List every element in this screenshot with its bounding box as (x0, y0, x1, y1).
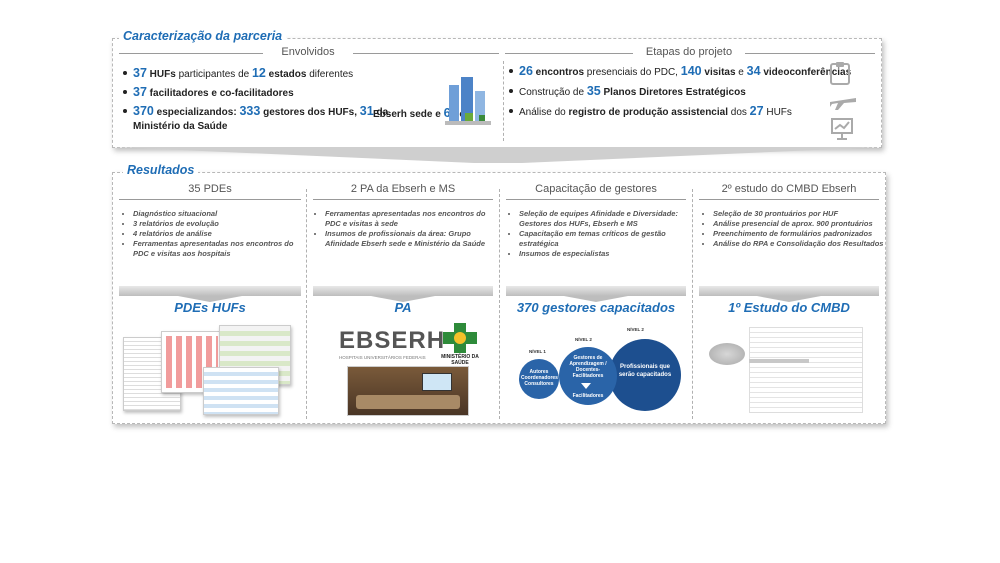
list-item: Seleção de 30 prontuários por HUF (713, 209, 891, 219)
result-banner-arrow (757, 296, 821, 302)
pdes-document-thumbnails (123, 323, 299, 415)
result-banner-arrow (564, 296, 628, 302)
column-list-pdes: Diagnóstico situacional 3 relatórios de … (121, 209, 307, 259)
etapas-item: Construção de 35 Planos Diretores Estrat… (509, 85, 746, 99)
result-title-cmbd: 1º Estudo do CMBD (728, 300, 850, 315)
etapas-item: 26 encontros presenciais do PDC, 140 vis… (509, 65, 851, 79)
envolvidos-item: 37 facilitadores e co-facilitadores (123, 86, 294, 100)
column-list-capacitacao: Seleção de equipes Afinidade e Diversida… (507, 209, 695, 259)
top-separator (503, 61, 504, 141)
connector-arrow (112, 147, 884, 165)
cmbd-report-thumbnail (709, 323, 869, 415)
column-list-cmbd: Seleção de 30 prontuários por HUF Anális… (701, 209, 891, 249)
list-item: Ferramentas apresentadas nos encontros d… (133, 239, 307, 259)
list-item: 4 relatórios de análise (133, 229, 307, 239)
list-item: Capacitação em temas críticos de gestão … (519, 229, 695, 249)
list-item: 3 relatórios de evolução (133, 219, 307, 229)
level-2-text: Gestores de Aprendizagem / Docentes-Faci… (569, 355, 607, 379)
arrow-down-icon (581, 383, 591, 389)
column-header-line (699, 199, 879, 200)
envolvidos-item-cont: Ministério da Saúde (133, 121, 228, 132)
level-1-text: Autores Coordenadores Consultores (521, 369, 558, 387)
result-banner (119, 286, 301, 296)
column-separator (306, 189, 307, 419)
ministry-cross-icon (443, 323, 477, 358)
level-2-text-b: Facilitadores (572, 393, 604, 399)
result-banner (506, 286, 686, 296)
result-title-pa: PA (394, 300, 412, 315)
training-levels-diagram: NÍVEL 1 NÍVEL 2 NÍVEL 2 Autores Coordena… (515, 323, 685, 419)
results-panel: Resultados 35 PDEs Diagnóstico situacion… (112, 163, 886, 424)
result-banner-arrow (178, 296, 242, 302)
level-2-label-b: NÍVEL 2 (627, 327, 644, 332)
column-header-line (506, 199, 686, 200)
column-header-capacitacao: Capacitação de gestores (535, 183, 657, 195)
ebserh-subtitle: HOSPITAIS UNIVERSITÁRIOS FEDERAIS (339, 355, 426, 360)
column-header-line (119, 199, 301, 200)
list-item: Insumos de especialistas (519, 249, 695, 259)
result-title-capacitacao: 370 gestores capacitados (516, 300, 676, 315)
presentation-icon (829, 117, 855, 146)
column-list-pa: Ferramentas apresentadas nos encontros d… (313, 209, 501, 249)
list-item: Ferramentas apresentadas nos encontros d… (325, 209, 501, 229)
ebserh-brand: EBSERH (339, 327, 446, 354)
result-title-pdes: PDEs HUFs (174, 300, 246, 315)
partnership-title: Caracterização da parceria (119, 29, 287, 43)
ministry-label: MINISTÉRIO DA SAÚDE (441, 354, 479, 366)
envolvidos-item: 370 especializandos: 333 gestores dos HU… (123, 105, 388, 119)
column-header-cmbd: 2º estudo do CMBD Ebserh (721, 183, 857, 195)
envolvidos-header: Envolvidos (263, 46, 353, 58)
envolvidos-item-cont: Ebserh sede e 6 do (373, 106, 466, 120)
partnership-panel: Caracterização da parceria Envolvidos Et… (112, 29, 882, 148)
result-banner-arrow (371, 296, 435, 302)
airplane-icon (829, 91, 857, 116)
results-title: Resultados (123, 163, 199, 177)
column-separator (692, 189, 693, 419)
result-banner (699, 286, 879, 296)
ebserh-logo: EBSERH HOSPITAIS UNIVERSITÁRIOS FEDERAIS… (339, 323, 479, 366)
list-item: Análise do RPA e Consolidação dos Result… (713, 239, 891, 249)
clipboard-icon (829, 61, 851, 90)
list-item: Análise presencial de aprox. 900 prontuá… (713, 219, 891, 229)
level-3-text: Profissionais que serão capacitados (618, 364, 672, 378)
etapas-header: Etapas do projeto (633, 46, 745, 58)
list-item: Preenchimento de formulários padronizado… (713, 229, 891, 239)
buildings-icon (443, 73, 493, 134)
column-header-line (313, 199, 493, 200)
etapas-item: Análise do registro de produção assisten… (509, 105, 792, 119)
envolvidos-item: 37 HUFs participantes de 12 estados dife… (123, 67, 353, 81)
list-item: Diagnóstico situacional (133, 209, 307, 219)
list-item: Insumos de profissionais da área: Grupo … (325, 229, 501, 249)
result-banner (313, 286, 493, 296)
column-header-pa: 2 PA da Ebserh e MS (350, 183, 456, 195)
level-2-label: NÍVEL 2 (575, 337, 592, 342)
column-separator (499, 189, 500, 419)
level-1-label: NÍVEL 1 (529, 349, 546, 354)
column-header-pdes: 35 PDEs (188, 183, 232, 195)
list-item: Seleção de equipes Afinidade e Diversida… (519, 209, 695, 229)
meeting-photo (347, 366, 469, 416)
